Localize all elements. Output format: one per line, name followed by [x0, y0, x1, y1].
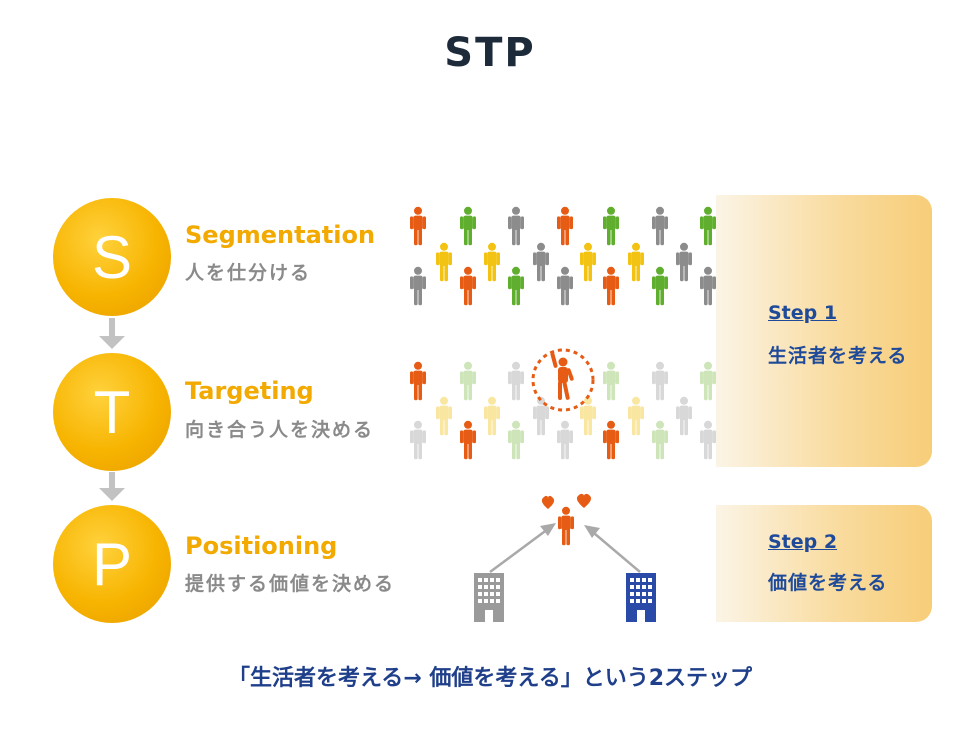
down-arrow-icon	[99, 336, 125, 349]
footer-caption: 「生活者を考える→ 価値を考える」という2ステップ	[227, 666, 753, 691]
person-icon	[603, 361, 619, 401]
person-icon	[484, 242, 500, 282]
person-icon	[410, 266, 426, 306]
person-icon	[700, 266, 716, 306]
target-circle-icon	[531, 348, 595, 412]
step-circle-s: S	[53, 198, 171, 316]
building-icon	[626, 573, 656, 622]
person-icon	[628, 242, 644, 282]
person-icon	[557, 206, 573, 246]
person-icon	[652, 266, 668, 306]
person-icon	[508, 266, 524, 306]
person-icon	[410, 361, 426, 401]
step2-text: 価値を考える	[768, 572, 888, 594]
person-icon	[700, 420, 716, 460]
person-icon	[557, 266, 573, 306]
person-icon	[508, 420, 524, 460]
person-icon	[550, 352, 574, 400]
person-icon	[603, 206, 619, 246]
person-icon	[603, 266, 619, 306]
person-icon	[460, 266, 476, 306]
arrow-line-right	[587, 527, 641, 573]
step-name-targeting: Targeting	[185, 377, 314, 405]
step2-panel	[716, 505, 932, 622]
person-icon	[652, 206, 668, 246]
person-icon	[436, 242, 452, 282]
person-icon	[436, 396, 452, 436]
person-icon	[410, 420, 426, 460]
step-circle-t: T	[53, 353, 171, 471]
step-name-segmentation: Segmentation	[185, 221, 376, 249]
down-arrow-line-2	[109, 472, 115, 490]
person-icon	[628, 396, 644, 436]
person-icon	[676, 396, 692, 436]
building-icon	[474, 573, 504, 622]
page-title: STP	[444, 30, 536, 76]
person-icon	[508, 206, 524, 246]
person-icon	[460, 420, 476, 460]
down-arrow-icon	[99, 488, 125, 501]
person-icon	[580, 242, 596, 282]
step-desc-positioning: 提供する価値を決める	[185, 573, 396, 595]
step1-label: Step 1	[768, 302, 838, 324]
person-icon	[558, 506, 574, 546]
heart-icon	[576, 493, 592, 508]
down-arrow-line-1	[109, 318, 115, 338]
person-icon	[700, 206, 716, 246]
arrow-head-icon	[584, 525, 600, 538]
person-icon	[460, 361, 476, 401]
person-icon	[508, 361, 524, 401]
step-desc-targeting: 向き合う人を決める	[185, 419, 375, 441]
person-icon	[676, 242, 692, 282]
step2-label: Step 2	[768, 531, 838, 553]
step-circle-p: P	[53, 505, 171, 623]
step-name-positioning: Positioning	[185, 532, 338, 560]
step1-text: 生活者を考える	[768, 345, 908, 367]
arrow-head-icon	[540, 523, 556, 536]
heart-icon	[541, 495, 555, 509]
person-icon	[700, 361, 716, 401]
person-icon	[533, 396, 549, 436]
step-desc-segmentation: 人を仕分ける	[185, 262, 312, 284]
person-icon	[484, 396, 500, 436]
person-icon	[652, 420, 668, 460]
person-icon	[533, 242, 549, 282]
person-icon	[460, 206, 476, 246]
person-icon	[652, 361, 668, 401]
step1-panel	[716, 195, 932, 467]
person-icon	[603, 420, 619, 460]
arrow-line-left	[489, 524, 553, 574]
person-icon	[557, 420, 573, 460]
person-icon	[410, 206, 426, 246]
